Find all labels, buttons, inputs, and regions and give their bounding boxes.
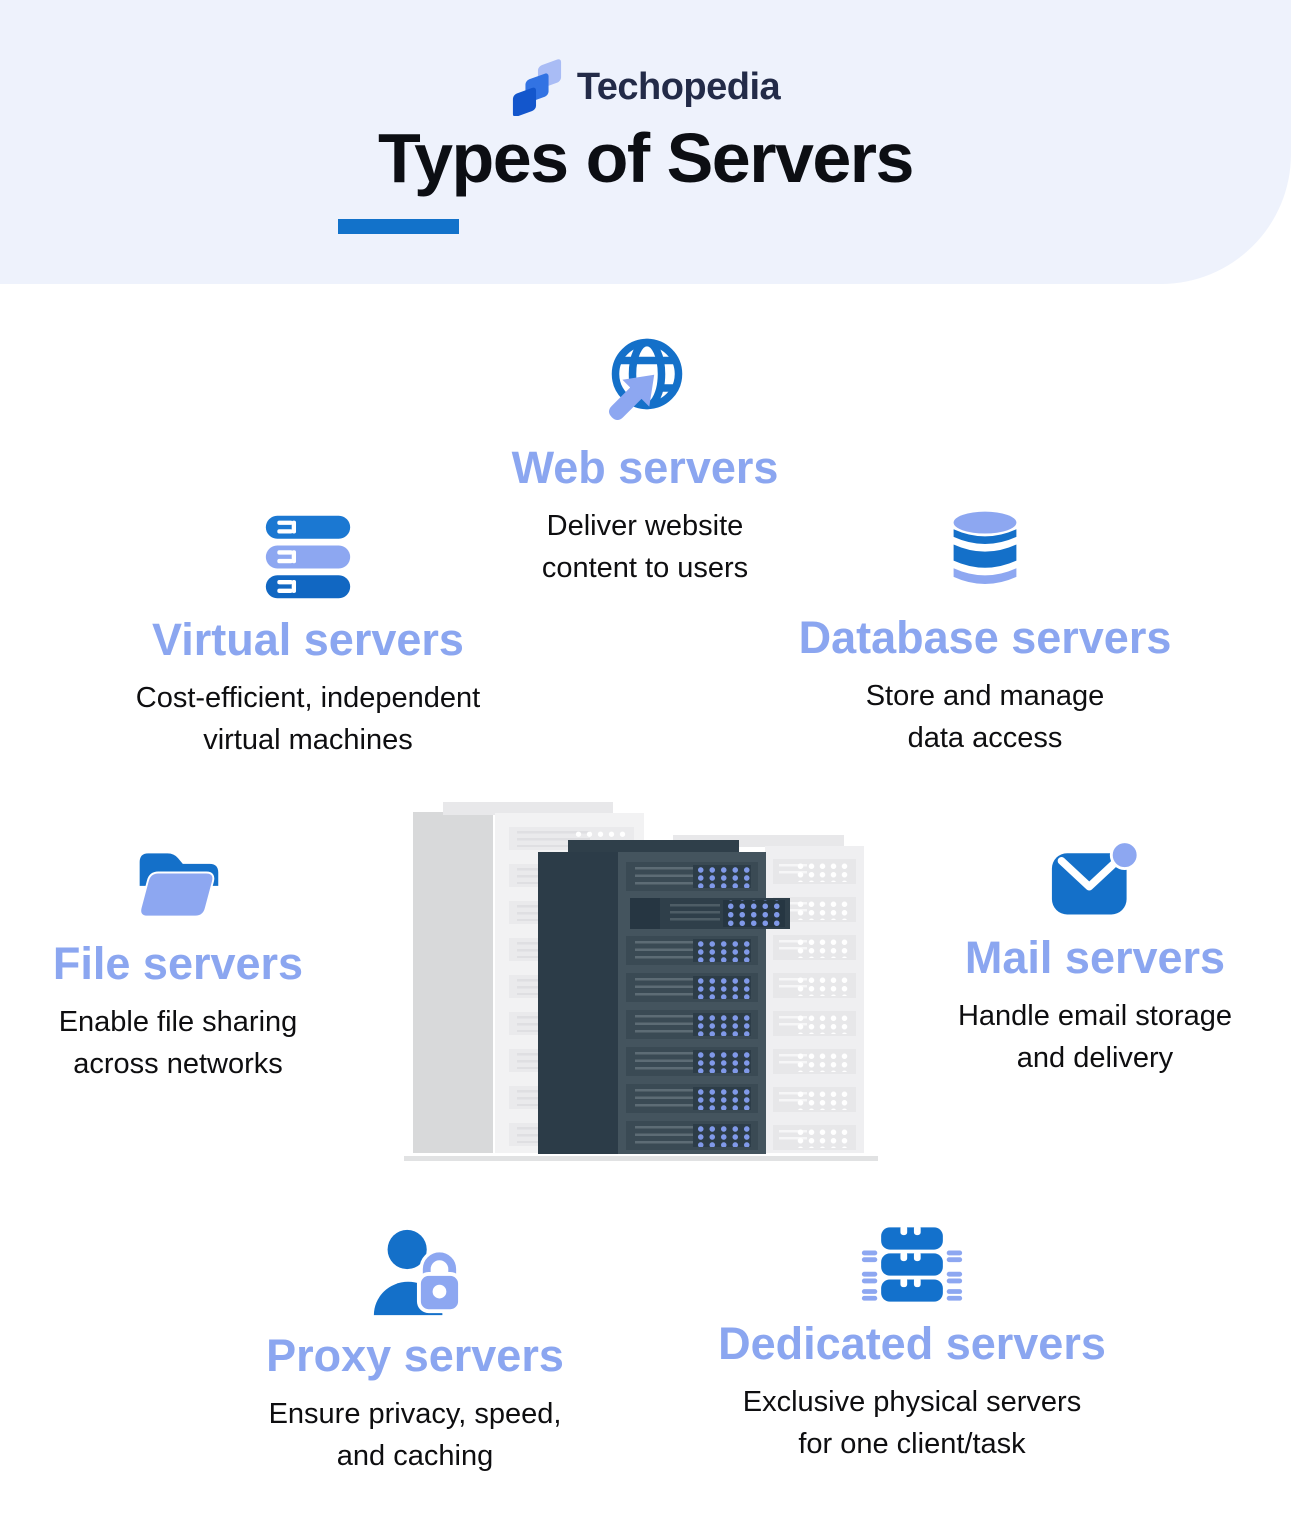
section-title: Virtual servers bbox=[152, 614, 464, 665]
description-line: Store and manage bbox=[865, 680, 1105, 712]
description-line: Deliver website bbox=[546, 510, 744, 542]
rack-side-panel bbox=[538, 852, 618, 1154]
description-line: across networks bbox=[73, 1048, 283, 1081]
section-title: Proxy servers bbox=[266, 1330, 564, 1381]
user-lock-icon bbox=[368, 1226, 462, 1318]
description-line: Handle email storage bbox=[957, 1000, 1233, 1032]
section-title: Dedicated servers bbox=[718, 1318, 1106, 1369]
section-database-servers: Database servers Store and manage data a… bbox=[785, 508, 1185, 759]
section-description: Exclusive physical servers for one clien… bbox=[743, 1381, 1081, 1465]
dedicated-server-icon bbox=[858, 1224, 966, 1306]
gray-tower bbox=[413, 812, 493, 1153]
description-line: Enable file sharing bbox=[58, 1006, 298, 1038]
section-title: Database servers bbox=[798, 612, 1172, 663]
title-underline bbox=[338, 219, 459, 234]
section-title: Mail servers bbox=[964, 932, 1226, 983]
globe-cursor-icon bbox=[597, 330, 693, 430]
section-description: Deliver website content to users bbox=[542, 505, 748, 589]
section-proxy-servers: Proxy servers Ensure privacy, speed, and… bbox=[215, 1226, 615, 1477]
section-web-servers: Web servers Deliver website content to u… bbox=[445, 330, 845, 589]
section-title: File servers bbox=[52, 938, 304, 989]
section-description: Enable file sharing across networks bbox=[59, 1001, 298, 1085]
description-line: content to users bbox=[541, 552, 749, 585]
server-stack-icon bbox=[262, 512, 354, 602]
section-description: Store and manage data access bbox=[866, 675, 1105, 759]
brand-name: Techopedia bbox=[576, 65, 781, 108]
server-rack-illustration bbox=[402, 794, 882, 1164]
back-tower-lip bbox=[443, 802, 613, 815]
section-dedicated-servers: Dedicated servers Exclusive physical ser… bbox=[712, 1224, 1112, 1465]
section-description: Handle email storage and delivery bbox=[958, 995, 1232, 1079]
description-line: Exclusive physical servers bbox=[742, 1386, 1082, 1418]
ground-line bbox=[404, 1156, 878, 1161]
description-line: and caching bbox=[336, 1440, 494, 1473]
right-tower bbox=[765, 846, 864, 1153]
techopedia-logo-icon bbox=[511, 54, 563, 121]
brand-logo-row: Techopedia bbox=[0, 54, 1291, 120]
section-virtual-servers: Virtual servers Cost-efficient, independ… bbox=[108, 512, 508, 761]
section-title: Web servers bbox=[511, 442, 779, 493]
rack-pulled-unit bbox=[630, 898, 790, 929]
description-line: Cost-efficient, independent bbox=[135, 682, 481, 714]
rack-top-bar bbox=[568, 840, 739, 853]
section-file-servers: File servers Enable file sharing across … bbox=[0, 842, 378, 1085]
page-title: Types of Servers bbox=[378, 119, 914, 197]
description-line: data access bbox=[907, 722, 1063, 755]
section-mail-servers: Mail servers Handle email storage and de… bbox=[895, 840, 1291, 1079]
database-cylinder-icon bbox=[946, 508, 1024, 600]
description-line: virtual machines bbox=[203, 724, 413, 757]
envelope-notification-icon bbox=[1050, 840, 1140, 920]
description-line: Ensure privacy, speed, bbox=[268, 1398, 562, 1430]
section-description: Ensure privacy, speed, and caching bbox=[269, 1393, 562, 1477]
description-line: and delivery bbox=[1016, 1042, 1174, 1075]
description-line: for one client/task bbox=[798, 1428, 1026, 1461]
section-description: Cost-efficient, independent virtual mach… bbox=[136, 677, 480, 761]
open-folder-icon bbox=[132, 842, 224, 926]
header: Techopedia Types of Servers bbox=[0, 0, 1291, 284]
